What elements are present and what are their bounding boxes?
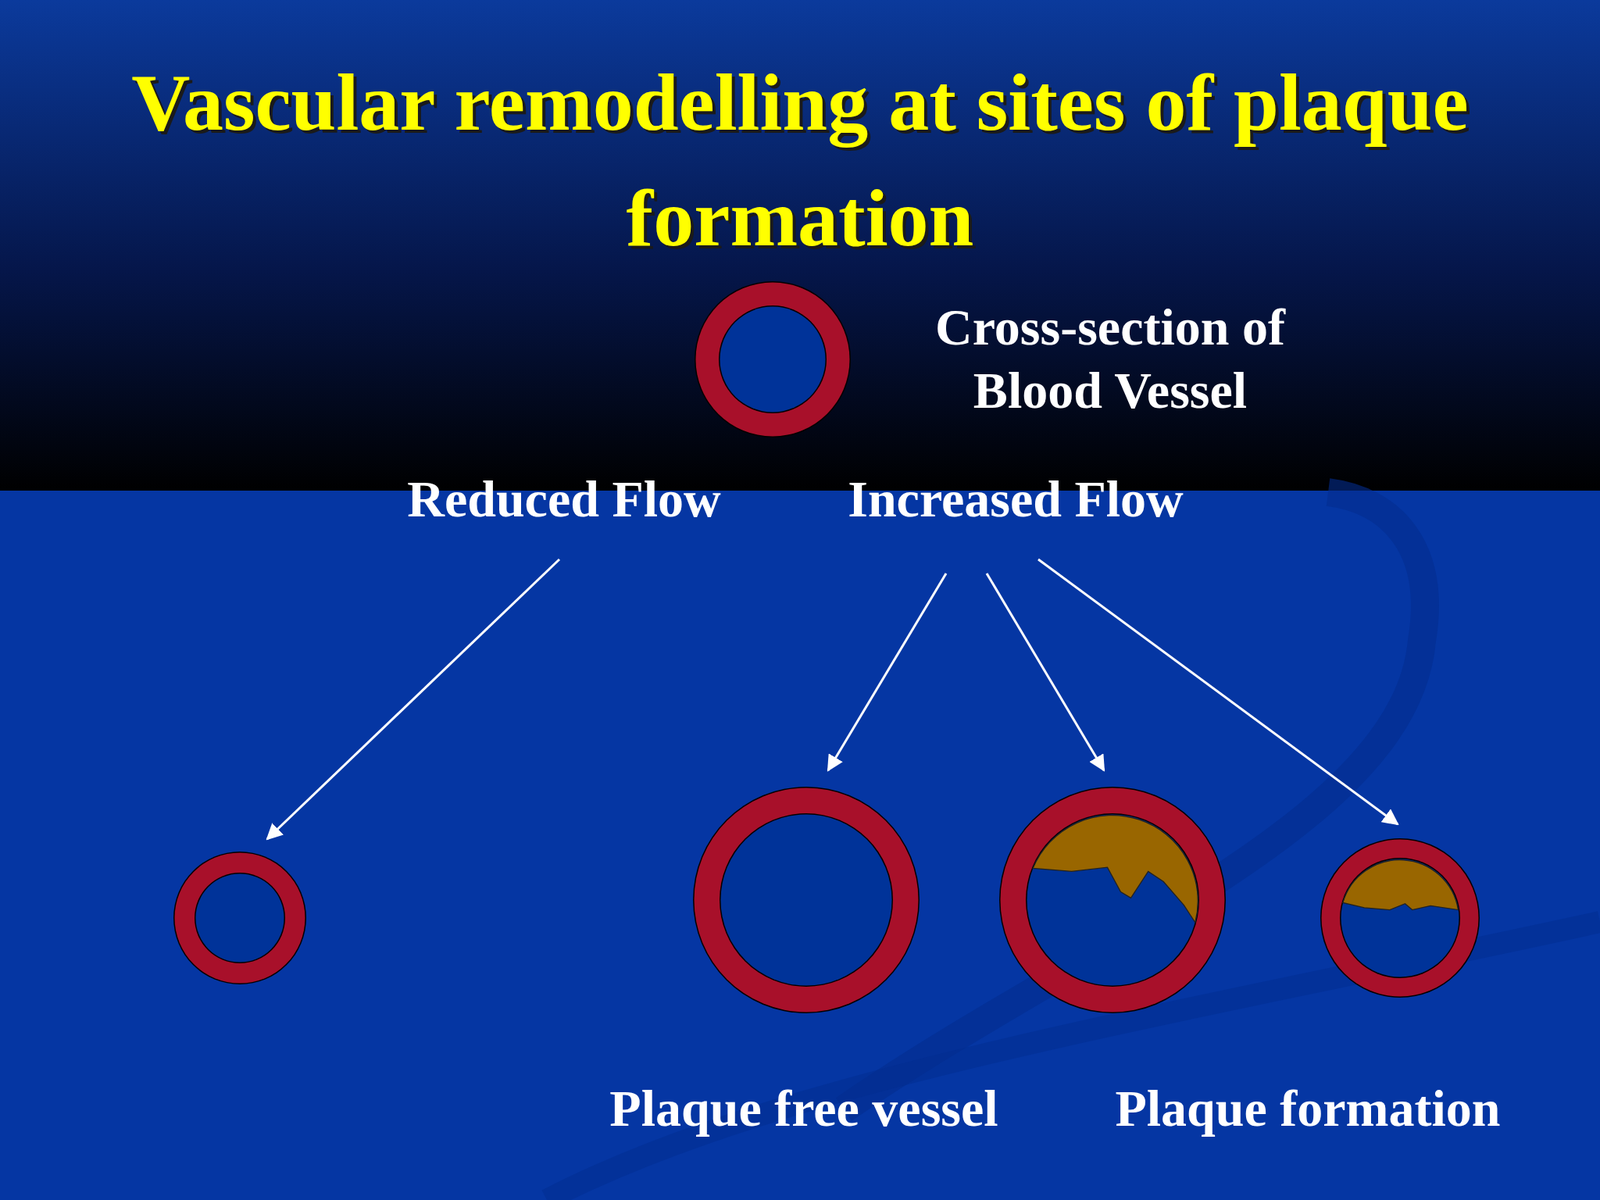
annotation-label: Cross-section of Blood Vessel (907, 295, 1314, 422)
annotation-label: Reduced Flow (345, 467, 783, 531)
flow-arrow (267, 559, 560, 840)
plaque (1342, 860, 1459, 911)
annotation-label: Plaque formation (1073, 1076, 1543, 1140)
slide-title: Vascular remodelling at sites of plaque … (57, 44, 1543, 276)
header-band (0, 0, 1600, 491)
narrowed-vessel (173, 851, 307, 985)
enlarged-vessel-plaque (999, 786, 1226, 1014)
flow-arrow (1038, 559, 1398, 825)
narrowed-vessel-plaque (1320, 838, 1480, 998)
plaque (1032, 815, 1198, 923)
flow-arrow (828, 573, 947, 771)
flow-arrow (986, 573, 1104, 771)
enlarged-vessel (692, 786, 920, 1014)
annotation-label: Plaque free vessel (553, 1076, 1054, 1140)
vessel-cross-section (694, 281, 851, 438)
annotation-label: Increased Flow (796, 467, 1235, 531)
